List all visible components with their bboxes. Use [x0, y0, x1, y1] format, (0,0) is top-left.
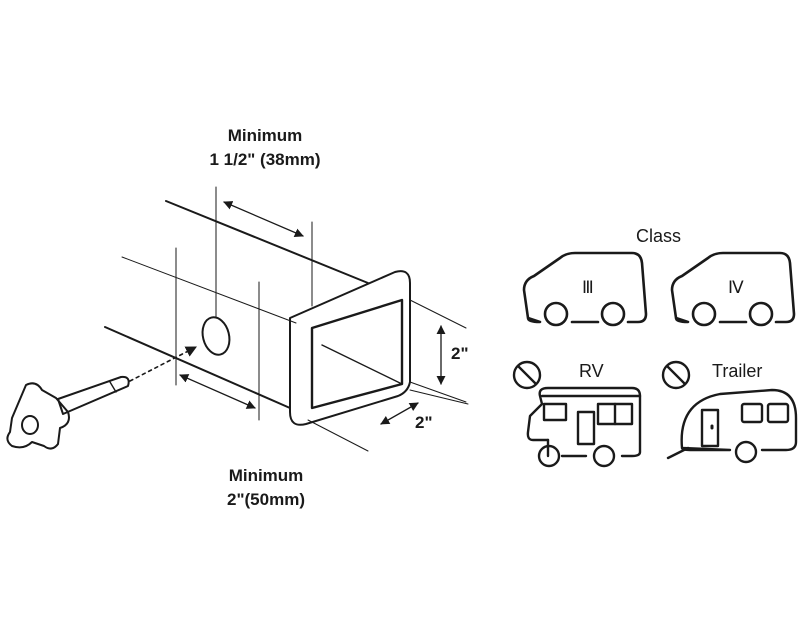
class-heading: Class — [636, 226, 682, 246]
class-3-label: Ⅲ — [582, 278, 594, 297]
locking-pin — [6, 375, 130, 450]
minimum-depth-label: Minimum 1 1/2" (38mm) — [195, 124, 335, 172]
receiver-tube — [104, 200, 411, 426]
minimum-length-line1: Minimum — [228, 466, 304, 485]
trailer-label: Trailer — [712, 361, 763, 381]
guide-lines — [121, 186, 469, 452]
minimum-length-label: Minimum 2"(50mm) — [196, 464, 336, 512]
prohibited-trailer-icon — [661, 360, 691, 390]
minimum-depth-line1: Minimum — [227, 126, 303, 145]
rv-icon — [526, 386, 642, 468]
trailer-icon — [666, 388, 798, 464]
class-4-label: Ⅳ — [728, 278, 744, 297]
minimum-depth-line2: 1 1/2" (38mm) — [209, 150, 321, 169]
dimension-arrows — [179, 201, 446, 425]
receiver-height-dim: 2" — [451, 344, 469, 363]
insertion-path — [129, 346, 197, 382]
receiver-width-dim: 2" — [415, 413, 433, 432]
pin-hole — [201, 316, 231, 356]
car-class-4 — [670, 251, 796, 327]
minimum-length-line2: 2"(50mm) — [227, 490, 305, 509]
prohibited-rv-icon — [512, 360, 542, 390]
rv-label: RV — [579, 361, 604, 381]
car-class-3 — [522, 251, 648, 327]
